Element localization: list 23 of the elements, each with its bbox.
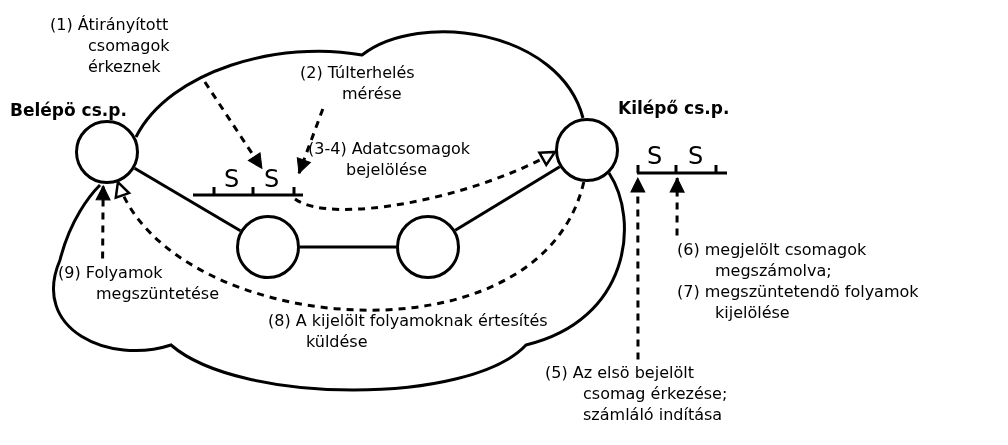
edge-label: (8) A kijelölt folyamoknak értesítés küldése	[268, 310, 549, 352]
annotation-text: (1) Átirányított csomagok érkeznek	[50, 14, 171, 77]
dashed-arrow	[630, 177, 646, 360]
dashed-arrow	[296, 108, 325, 174]
packet-label: S	[688, 144, 704, 168]
packet-label: S	[264, 167, 280, 191]
edge-label: (3-4) Adatcsomagok bejelölése	[308, 138, 472, 180]
node-label: Kilépő cs.p.	[618, 98, 730, 118]
node-label: Belépö cs.p.	[10, 100, 127, 120]
dashed-arrow	[294, 150, 557, 211]
annotation-text: (9) Folyamok megszüntetése	[58, 262, 220, 304]
annotation-text: (7) megszüntetendö folyamok kijelölése	[677, 281, 920, 323]
link-line	[133, 167, 242, 232]
annotation-text: (5) Az elsö bejelölt csomag érkezése; számláló indítása	[545, 362, 729, 425]
dashed-arrow	[116, 180, 586, 312]
annotation-text: (2) Túlterhelés mérése	[300, 62, 416, 104]
link-line	[454, 165, 561, 232]
dashed-arrow	[95, 185, 111, 259]
packet-label: S	[647, 144, 663, 168]
packet-label: S	[224, 167, 240, 191]
link-line	[300, 245, 396, 249]
annotation-text: (6) megjelölt csomagok megszámolva;	[677, 239, 868, 281]
dashed-arrow	[669, 177, 685, 236]
